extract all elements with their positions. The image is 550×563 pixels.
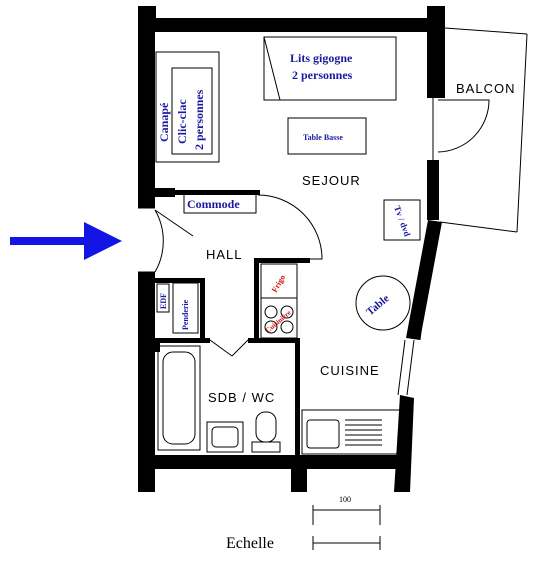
edf-box [156,283,170,313]
label-tv: Tv / dvd [392,204,412,238]
scale-label: Echelle [226,535,274,552]
label-table-basse: Table Basse [303,133,343,142]
round-table [355,275,411,331]
toilet-bowl [255,411,277,443]
stove-box [260,297,298,339]
wall-top [138,18,445,32]
sdb-door-leaf-2 [231,339,249,357]
label-canape-line2: Clic-clac [175,99,189,144]
partition-hall-top-mark [153,188,175,197]
label-penderie: Penderie [181,299,190,330]
stove-burner-2 [280,305,294,319]
wall-right-slanted [406,220,442,340]
partition-sdb-top-right [248,338,300,343]
bathtub-inner [162,351,196,445]
commode-rect [183,192,257,214]
bathroom-sink-outer [206,421,244,453]
sofa-inner [171,67,213,155]
arrow-right-icon [10,222,122,260]
kitchen-drainer [345,419,382,446]
room-label-sejour: SEJOUR [302,173,361,188]
partition-sdb-left-stub [155,338,160,352]
sejour-door-swing [257,194,323,260]
label-table: Table [364,292,392,318]
room-label-sdb: SDB / WC [208,390,275,405]
bed-rect [263,36,397,101]
label-lits-line1: Lits gigogne [290,51,353,65]
walls [138,6,445,492]
wall-bottom-left-post [138,455,155,492]
label-canape-line3: 2 personnes [192,89,206,150]
furniture [155,36,421,455]
window-right-line-1 [419,224,434,341]
entrance-door-leaf [154,209,194,237]
coffee-table [287,117,367,155]
stove-burner-1 [264,305,278,319]
partition-sdb-top [155,338,210,343]
bathtub-outer [157,345,201,451]
balcony-edge-top [444,27,528,35]
stove-burner-4 [280,320,294,334]
arrow-head [84,222,122,260]
label-frigo: Frigo [270,273,287,294]
toilet-tank [251,441,281,453]
partition-penderie-top [155,278,205,283]
balcony-edge-right [516,33,528,233]
bed-line [263,36,281,101]
wall-left-upper [138,18,155,208]
window-line-2 [406,339,415,396]
room-label-cuisine: CUISINE [320,363,380,378]
balcony [432,27,528,233]
label-commode: Commode [187,197,240,211]
kitchen-counter [301,409,403,455]
bathroom-sink-inner [211,426,239,448]
wall-bottom-left [138,455,298,469]
label-edf: EDF [159,293,168,309]
partition-hall-right [254,262,259,340]
scale-bar [312,505,381,550]
wall-bottom-right [293,455,403,469]
stove-burner-3 [264,320,278,334]
sofa-outer [155,51,220,163]
partition-kitchen-top [254,258,310,263]
partition-sdb-right [295,338,300,458]
scale-value: 100 [339,495,351,504]
balcony-edge-bottom [439,221,518,233]
wall-left-lower [138,272,155,492]
room-label-hall: HALL [206,247,243,262]
kitchen-sink [306,419,340,449]
room-label-balcon: BALCON [456,81,515,96]
tv-rect [383,199,421,241]
wall-bottom-mid-post [291,455,307,492]
entrance-door-swing [154,209,164,273]
doors [138,194,434,396]
label-lits-line2: 2 personnes [292,68,353,82]
balcony-door-swing [437,99,490,153]
sdb-door-leaf [209,339,233,357]
penderie-box [172,282,199,334]
window-line-1 [397,339,406,396]
label-canape-line1: Canapé [157,102,171,142]
wall-right-upper [427,18,445,98]
arrow-shaft [10,237,90,245]
partition-penderie-right [200,278,205,338]
